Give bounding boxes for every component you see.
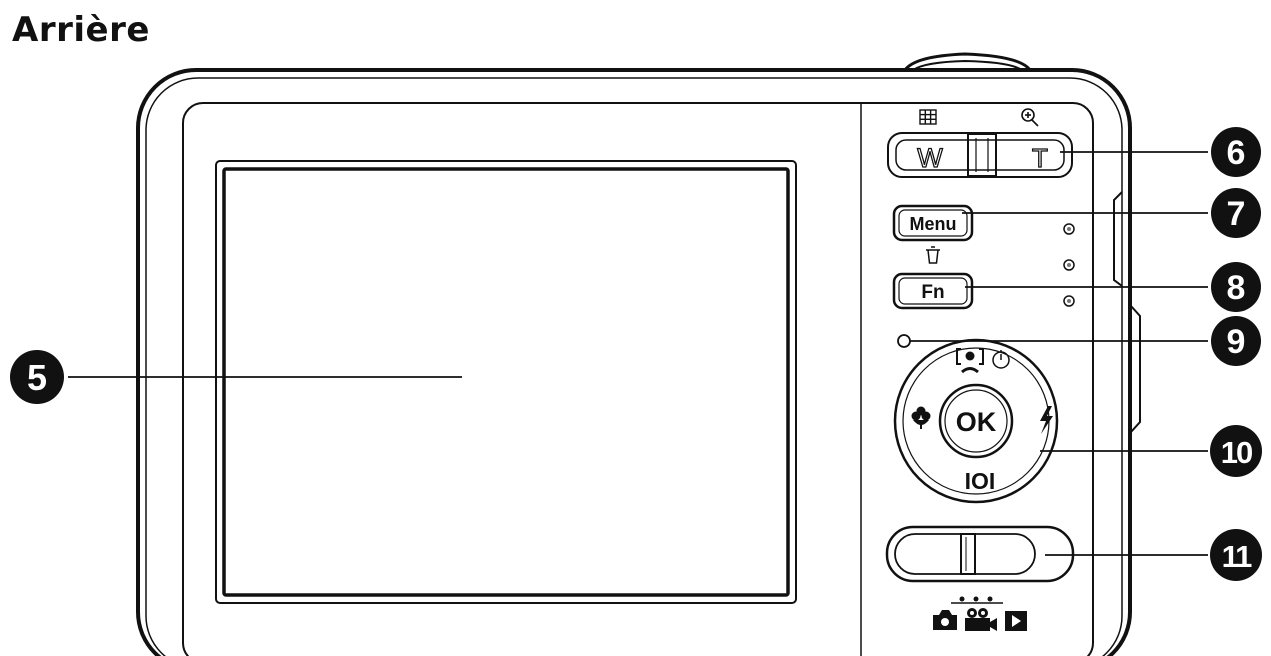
zoom-tele-label: T: [1032, 143, 1048, 173]
callout-label-8: 8: [1227, 269, 1246, 307]
macro-flower-icon: [911, 406, 931, 429]
callout-badge-9: 9: [1211, 316, 1261, 366]
menu-button-label: Menu: [910, 214, 957, 234]
callout-label-11: 11: [1222, 539, 1253, 574]
status-led: [897, 334, 911, 348]
zoom-wide-label: W: [917, 143, 943, 173]
fn-button[interactable]: Fn: [892, 272, 974, 310]
callout-label-5: 5: [27, 357, 47, 398]
fn-button-label: Fn: [921, 282, 944, 303]
callout-label-7: 7: [1227, 195, 1246, 233]
callout-badge-6: 6: [1211, 127, 1261, 177]
ok-button-label: OK: [956, 407, 997, 437]
display-button-label: IOI: [965, 468, 996, 494]
callout-label-10: 10: [1221, 435, 1252, 470]
lcd-screen-frame: [215, 160, 797, 604]
mode-indicator-dots: [951, 596, 1003, 604]
shutter-bump-inner: [912, 59, 1023, 71]
shutter-bump: [903, 52, 1032, 71]
callout-badge-10: 10: [1210, 425, 1262, 477]
playback-icon: [1005, 611, 1027, 631]
callout-badge-8: 8: [1211, 262, 1261, 312]
menu-button[interactable]: Menu: [892, 204, 974, 242]
callout-badge-11: 11: [1210, 529, 1262, 581]
side-port: [1130, 305, 1141, 433]
lcd-screen: [222, 167, 790, 597]
face-detection-icon: [956, 348, 984, 374]
callout-label-6: 6: [1227, 134, 1246, 172]
strap-slot: [1113, 191, 1123, 287]
ok-button[interactable]: OK: [938, 383, 1014, 459]
camera-body: [136, 68, 1132, 656]
camera-icon: [933, 610, 957, 630]
callout-label-9: 9: [1227, 323, 1246, 361]
magnify-icon: [1021, 108, 1039, 127]
mode-slider[interactable]: [885, 525, 1075, 583]
page-title: Arrière: [12, 10, 150, 50]
camera-body-inner: [145, 77, 1123, 656]
grid-icon: [919, 109, 937, 125]
callout-badge-7: 7: [1211, 188, 1261, 238]
zoom-switch[interactable]: W T: [887, 132, 1073, 178]
back-panel: [182, 102, 1094, 656]
callout-badge-5: 5: [10, 350, 64, 404]
video-icon: [965, 608, 997, 631]
self-timer-icon: [992, 350, 1010, 369]
trash-icon: [926, 246, 940, 264]
speaker-holes: [1063, 223, 1075, 307]
callout-lines: [68, 151, 1208, 556]
flash-icon: [1040, 406, 1053, 434]
